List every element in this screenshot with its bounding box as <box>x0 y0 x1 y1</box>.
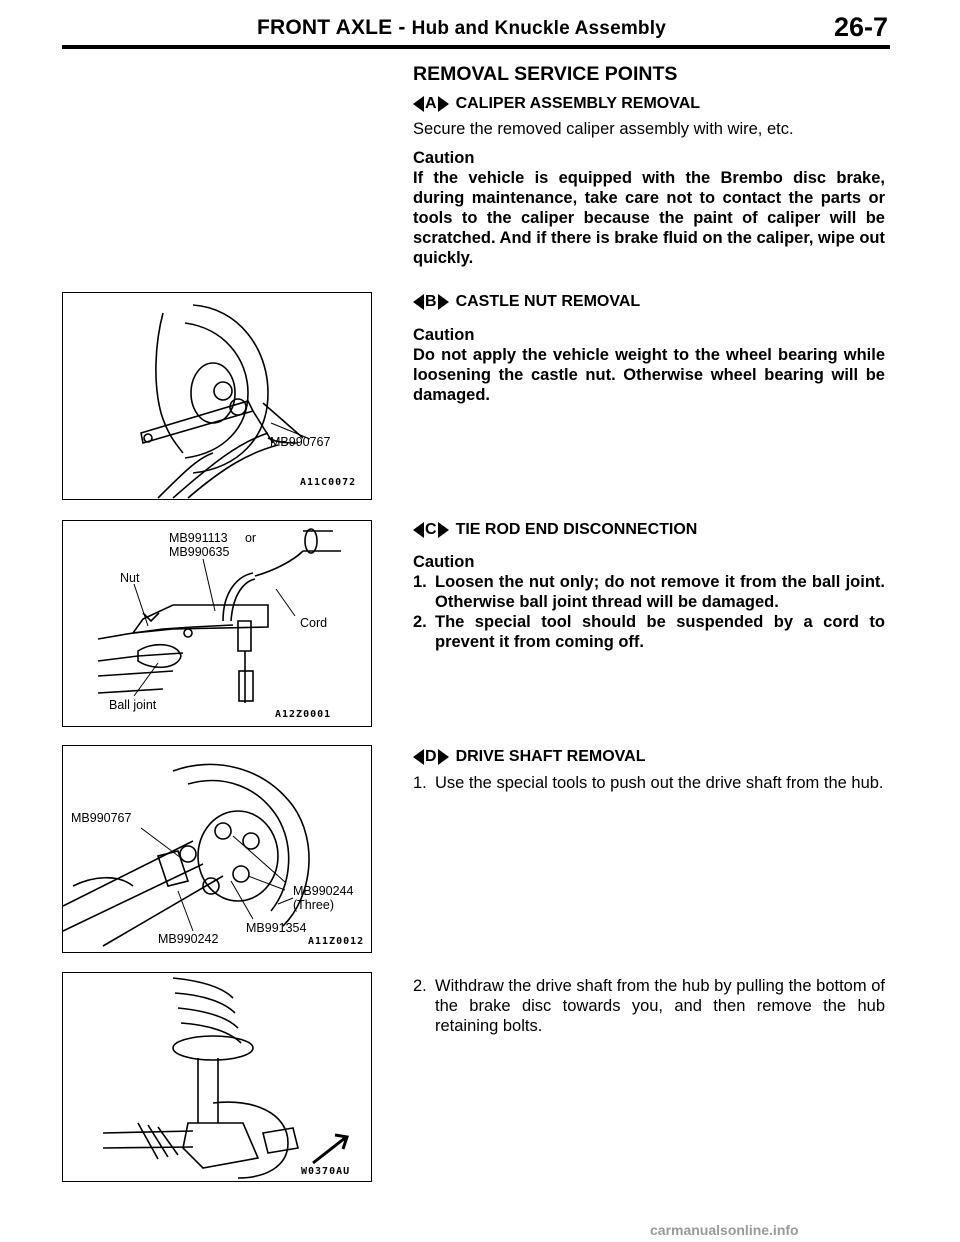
section-c-title: C TIE ROD END DISCONNECTION <box>413 520 885 540</box>
figure-label-tool-b: MB990244 (Three) <box>293 884 354 912</box>
figure-label: MB990767 <box>270 435 331 449</box>
section-c-item: 2.The special tool should be suspended b… <box>413 613 885 651</box>
page-subtitle: Hub and Knuckle Assembly <box>411 18 666 39</box>
section-a-caution-label: Caution <box>413 149 475 167</box>
page-number: 26-7 <box>833 12 888 42</box>
arrow-right-icon <box>437 96 449 112</box>
section-c-caution-label: Caution <box>413 553 475 571</box>
page-title: FRONT AXLE - Hub and Knuckle Assembly <box>257 16 666 39</box>
figure-drive-shaft-push: MB990767 MB990244 (Three) MB991354 MB990… <box>62 745 372 953</box>
section-marker: C <box>413 520 449 540</box>
figure-label-tool-a: MB990767 <box>71 811 132 825</box>
figure-label-tool: MB991113 or MB990635 <box>169 531 257 559</box>
figure-code: A11C0072 <box>300 477 357 488</box>
section-a-body: Secure the removed caliper assembly with… <box>413 120 794 138</box>
arrow-left-icon <box>413 522 424 538</box>
arrow-right-icon <box>437 749 449 765</box>
section-b-title: B CASTLE NUT REMOVAL <box>413 292 885 312</box>
castle-nut-illustration <box>140 304 311 499</box>
section-b-caution-label: Caution <box>413 326 475 344</box>
drive-shaft-push-illustration <box>63 763 310 947</box>
section-b-caution: Do not apply the vehicle weight to the w… <box>413 346 885 404</box>
figure-label-tool-c: MB991354 <box>246 921 307 935</box>
figure-code: A11Z0012 <box>308 936 365 947</box>
arrow-left-icon <box>413 96 424 112</box>
figure-code: A12Z0001 <box>275 709 332 720</box>
section-d-title: D DRIVE SHAFT REMOVAL <box>413 747 885 767</box>
figure-label-nut: Nut <box>120 571 140 585</box>
figure-label-cord: Cord <box>300 616 328 630</box>
figure-label-ball-joint: Ball joint <box>109 698 157 712</box>
footer-watermark: carmanualsonline.info <box>650 1222 799 1238</box>
section-a-title: A CALIPER ASSEMBLY REMOVAL <box>413 94 885 114</box>
header-rule <box>62 45 890 49</box>
figure-castle-nut: MB990767 A11C0072 <box>62 292 372 500</box>
section-d-item: 1.Use the special tools to push out the … <box>413 774 884 792</box>
figure-drive-shaft-withdraw: W0370AU <box>62 972 372 1182</box>
arrow-right-icon <box>437 522 449 538</box>
section-e-item: 2.Withdraw the drive shaft from the hub … <box>413 977 885 1035</box>
figure-code: W0370AU <box>301 1166 351 1177</box>
section-marker: B <box>413 292 449 312</box>
arrow-left-icon <box>413 294 424 310</box>
arrow-right-icon <box>437 294 449 310</box>
arrow-left-icon <box>413 749 424 765</box>
section-marker: A <box>413 94 449 114</box>
figure-tie-rod: MB991113 or MB990635 Nut Cord Ball joint… <box>62 520 372 727</box>
figure-label-tool-d: MB990242 <box>158 932 219 946</box>
section-a-caution: If the vehicle is equipped with the Brem… <box>413 169 885 267</box>
page-header: FRONT AXLE - Hub and Knuckle Assembly 26… <box>0 0 960 52</box>
section-heading: REMOVAL SERVICE POINTS <box>413 63 678 85</box>
drive-shaft-withdraw-illustration <box>102 977 349 1179</box>
tie-rod-illustration <box>97 528 341 703</box>
section-c-item: 1.Loosen the nut only; do not remove it … <box>413 573 885 611</box>
section-marker: D <box>413 747 449 767</box>
